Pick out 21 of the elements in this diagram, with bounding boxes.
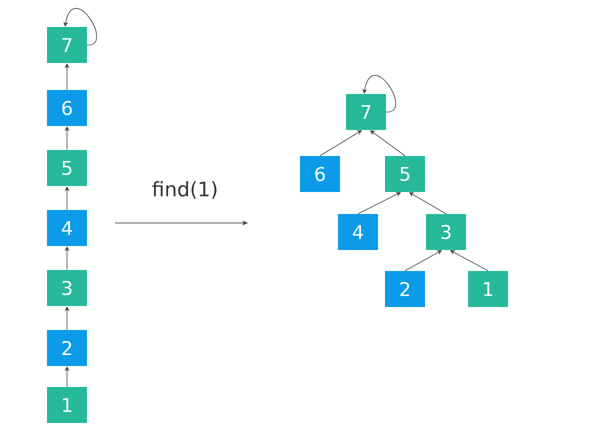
arrow — [320, 130, 362, 156]
arrow — [370, 130, 406, 156]
square-box: 6 — [47, 90, 87, 126]
arrow — [358, 192, 401, 214]
square-box: 3 — [47, 270, 87, 306]
arrow — [409, 192, 446, 214]
square-box: 1 — [468, 271, 508, 307]
square-box: 7 — [47, 27, 87, 63]
square-box: 2 — [385, 271, 425, 307]
square-box: 6 — [300, 156, 340, 192]
square-box: 1 — [47, 387, 87, 423]
arrow — [404, 250, 442, 272]
square-box: 4 — [338, 214, 378, 250]
square-box: 5 — [385, 156, 425, 192]
square-box: 7 — [346, 94, 386, 130]
square-box: 3 — [426, 214, 466, 250]
operation-label: find(1) — [152, 181, 216, 199]
square-box: 2 — [47, 330, 87, 366]
arrow — [450, 250, 488, 272]
square-box: 4 — [47, 210, 87, 246]
square-box: 5 — [47, 150, 87, 186]
